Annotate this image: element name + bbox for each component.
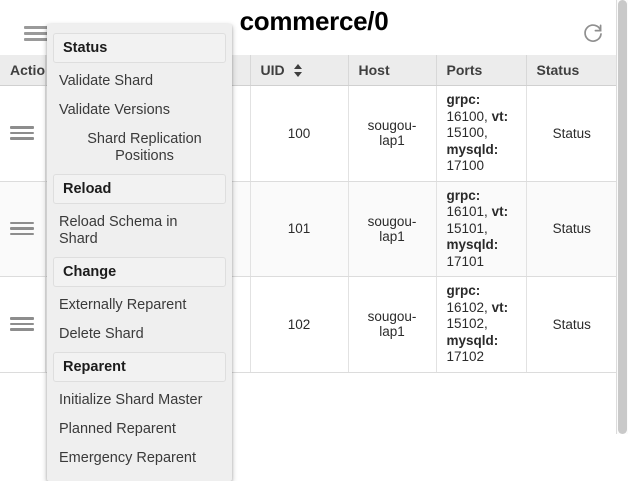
row-hamburger-bar <box>10 227 35 230</box>
dropdown-section-header-reparent: Reparent <box>53 352 226 382</box>
row-uid-cell: 101 <box>250 181 349 277</box>
row-hamburger-bar <box>10 232 35 236</box>
hamburger-bar <box>24 32 50 35</box>
row-host-cell: sougou-lap1 <box>348 276 437 373</box>
row-uid-cell: 102 <box>250 276 349 373</box>
row-hamburger-bar <box>10 322 35 326</box>
row-ports-cell: grpc: 16102, vt: 15102, mysqld: 17102 <box>436 276 527 373</box>
sort-desc-arrow <box>293 72 302 77</box>
row-hamburger-bar <box>10 317 35 320</box>
vertical-scrollbar-thumb[interactable] <box>618 0 627 434</box>
port-value-mysqld: 17100 <box>446 158 485 173</box>
port-name-mysqld: mysqld: <box>446 332 499 348</box>
row-hamburger-icon[interactable] <box>10 221 35 237</box>
row-uid-cell: 100 <box>250 85 349 182</box>
row-hamburger-bar <box>10 328 35 331</box>
column-header-ports[interactable]: Ports <box>436 55 527 86</box>
port-value-vt: 15100, <box>446 125 488 140</box>
port-value-mysqld: 17101 <box>446 253 485 269</box>
row-actions-cell[interactable] <box>0 181 46 277</box>
port-name-grpc: grpc: <box>446 187 481 203</box>
shard-actions-dropdown[interactable]: Status Validate Shard Validate Versions … <box>47 24 232 481</box>
sort-toggle-icon[interactable] <box>293 64 303 77</box>
row-ports-cell: grpc: 16101, vt: 15101, mysqld: 17101 <box>436 181 527 277</box>
port-name-mysqld: mysqld: <box>446 141 499 157</box>
dropdown-item-initialize-shard-master[interactable]: Initialize Shard Master <box>59 392 203 408</box>
dropdown-section-header-reload: Reload <box>53 174 226 204</box>
hamburger-menu-icon[interactable] <box>24 24 50 44</box>
refresh-icon[interactable] <box>581 22 605 46</box>
row-status-cell[interactable]: Status <box>526 181 617 277</box>
dropdown-section-header-status: Status <box>53 33 226 63</box>
dropdown-item-planned-reparent[interactable]: Planned Reparent <box>59 421 176 437</box>
row-status-cell[interactable]: Status <box>526 85 617 182</box>
port-name-vt: vt: <box>491 204 509 219</box>
row-actions-cell[interactable] <box>0 85 46 182</box>
port-value-vt: 15101, <box>446 220 488 236</box>
column-header-status[interactable]: Status <box>526 55 617 86</box>
row-hamburger-bar <box>10 221 35 225</box>
port-name-vt: vt: <box>491 108 509 124</box>
row-status-cell[interactable]: Status <box>526 276 617 373</box>
row-hamburger-bar <box>10 126 35 129</box>
row-hamburger-bar <box>10 131 35 135</box>
hamburger-bar <box>24 38 50 41</box>
port-value-grpc: 16102, <box>446 299 488 315</box>
row-hamburger-bar <box>10 137 35 140</box>
column-header-actions[interactable]: Actions <box>0 55 46 86</box>
row-actions-cell[interactable] <box>0 276 46 373</box>
dropdown-section-header-change: Change <box>53 257 226 287</box>
column-header-uid-label: UID <box>260 62 285 78</box>
column-header-uid[interactable]: UID <box>250 55 349 86</box>
port-name-grpc: grpc: <box>446 92 481 107</box>
hamburger-bar <box>24 26 50 29</box>
dropdown-item-validate-versions[interactable]: Validate Versions <box>59 102 170 118</box>
row-host-cell: sougou-lap1 <box>348 181 437 277</box>
port-value-grpc: 16100, <box>446 108 488 124</box>
column-header-host[interactable]: Host <box>348 55 437 86</box>
page-title: commerce/0 <box>239 6 389 36</box>
port-name-grpc: grpc: <box>446 283 481 298</box>
sort-asc-arrow <box>293 64 302 69</box>
dropdown-item-delete-shard[interactable]: Delete Shard <box>59 326 144 342</box>
port-value-grpc: 16101, <box>446 204 488 219</box>
row-hamburger-icon[interactable] <box>10 125 35 141</box>
dropdown-item-validate-shard[interactable]: Validate Shard <box>59 73 154 89</box>
row-ports-cell: grpc: 16100, vt: 15100, mysqld: 17100 <box>436 85 527 182</box>
dropdown-item-shard-replication-positions[interactable]: Shard Replication Positions <box>87 131 202 164</box>
row-hamburger-icon[interactable] <box>10 316 35 332</box>
port-name-vt: vt: <box>491 299 509 315</box>
vertical-scrollbar[interactable] <box>616 0 628 434</box>
dropdown-item-externally-reparent[interactable]: Externally Reparent <box>59 297 187 313</box>
dropdown-item-reload-schema-in-shard[interactable]: Reload Schema in Shard <box>59 214 178 247</box>
dropdown-item-emergency-reparent[interactable]: Emergency Reparent <box>59 450 197 466</box>
port-value-vt: 15102, <box>446 316 488 331</box>
port-name-mysqld: mysqld: <box>446 237 499 252</box>
row-host-cell: sougou-lap1 <box>348 85 437 182</box>
port-value-mysqld: 17102 <box>446 349 485 364</box>
